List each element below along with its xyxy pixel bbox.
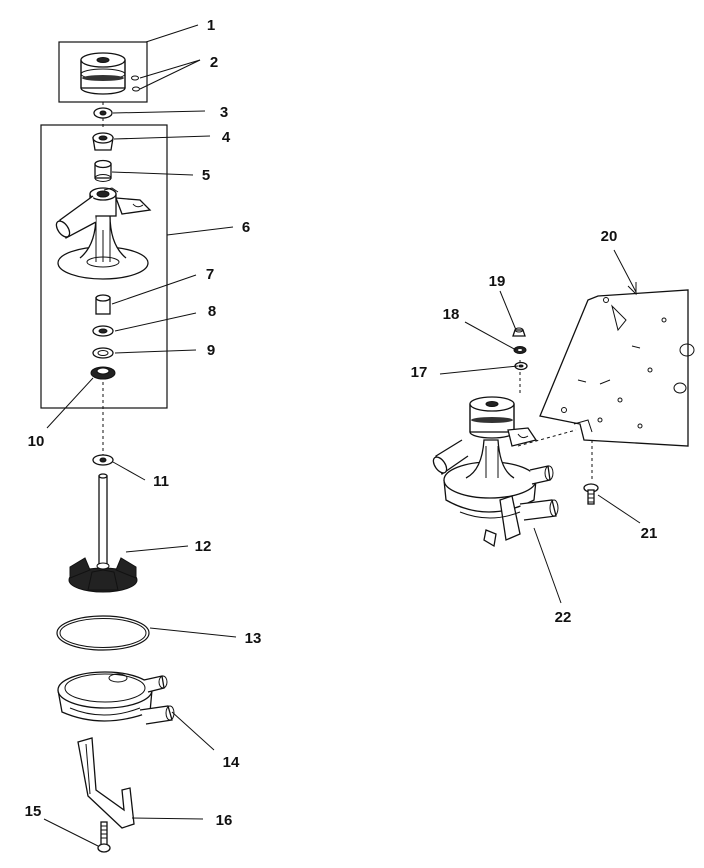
part-2-set-screws (131, 75, 140, 92)
callout-1: 1 (207, 17, 215, 34)
callout-7: 7 (206, 266, 214, 283)
callout-16: 16 (216, 812, 233, 829)
callout-21: 21 (641, 525, 658, 542)
part-13-o-ring (56, 615, 150, 651)
part-4-bushing (92, 132, 114, 151)
callout-20: 20 (601, 228, 618, 245)
part-7-sleeve (95, 294, 111, 315)
part-19-nut (512, 327, 526, 337)
part-12-impeller (68, 473, 138, 593)
callout-4: 4 (222, 129, 231, 146)
callout-8: 8 (208, 303, 216, 320)
callout-15: 15 (25, 803, 42, 820)
callout-17: 17 (411, 364, 428, 381)
part-5-bearing (94, 159, 112, 182)
callout-22: 22 (555, 609, 572, 626)
callout-19: 19 (489, 273, 506, 290)
part-21-screw (583, 483, 599, 505)
callout-18: 18 (443, 306, 460, 323)
part-1-pulley-assembly (58, 41, 148, 103)
callout-labels: 1 2 3 4 5 6 7 8 9 10 11 12 13 14 15 16 1… (25, 17, 658, 829)
part-10-seal (90, 366, 116, 380)
callout-13: 13 (245, 630, 262, 647)
part-18-lock-washer (513, 346, 527, 354)
callout-10: 10 (28, 433, 45, 450)
part-3-washer (93, 107, 113, 119)
callout-11: 11 (153, 473, 169, 490)
kit-outline (40, 124, 168, 409)
callout-5: 5 (202, 167, 210, 184)
callout-2: 2 (210, 54, 218, 71)
part-6-pump-housing (55, 187, 152, 280)
callout-3: 3 (220, 104, 228, 121)
callout-6: 6 (242, 219, 250, 236)
callout-14: 14 (223, 754, 240, 771)
part-11-washer (92, 454, 114, 466)
part-15-screw (97, 821, 111, 853)
part-16-clamp (77, 737, 135, 829)
part-8-washer (92, 325, 114, 337)
callout-12: 12 (195, 538, 212, 555)
part-14-pump-cover (57, 671, 175, 725)
part-20-mounting-plate (539, 289, 695, 447)
part-9-washer (92, 347, 114, 359)
leader-lines (43, 24, 641, 847)
callout-9: 9 (207, 342, 215, 359)
part-22-pump-assembly (432, 396, 559, 548)
